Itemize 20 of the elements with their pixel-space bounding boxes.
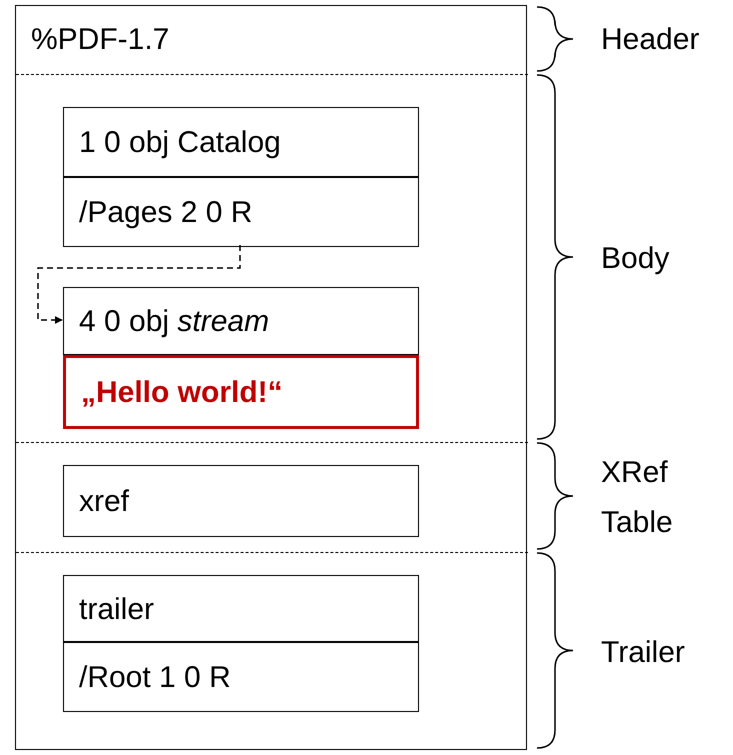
object-text: /Pages 2 0 R [79,195,252,231]
object-text: 1 0 obj Catalog [79,125,281,161]
object-text: trailer [79,592,154,628]
object-box [63,575,419,642]
content-box [63,355,419,429]
object-text: 4 0 obj stream [79,304,270,340]
object-box [63,465,419,537]
object-text: /Root 1 0 R [79,660,231,696]
object-box [63,107,419,177]
arrow [37,245,241,324]
object-box [63,642,419,712]
version-text: %PDF-1.7 [31,22,170,58]
section-label: Body [601,241,670,277]
object-text: xref [79,484,130,520]
section-label: Trailer [601,634,686,670]
object-text: „Hello world!“ [81,375,283,411]
object-box [63,177,419,247]
section-label: Header [601,22,700,58]
object-box [63,287,419,355]
section-label: XRef Table [601,455,674,541]
